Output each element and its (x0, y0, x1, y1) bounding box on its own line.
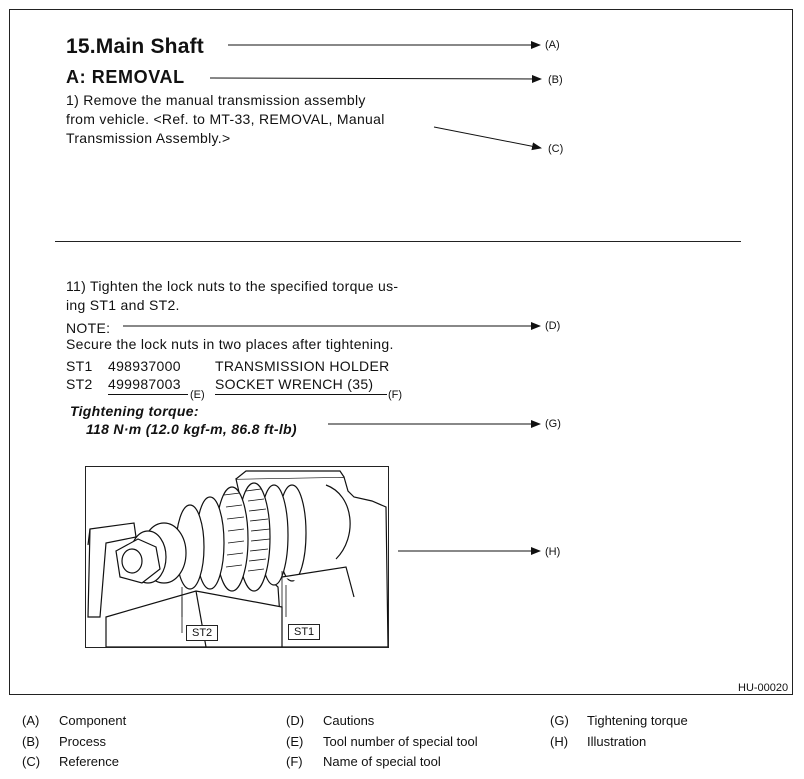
tool-number-marker: (E) (190, 389, 205, 401)
legend-label-d: Cautions (323, 713, 375, 728)
tool-name-marker: (F) (388, 389, 403, 401)
legend-label-e: Tool number of special tool (323, 734, 478, 749)
legend-key-b: (B) (22, 734, 40, 749)
tool-st2-name: SOCKET WRENCH (35) (215, 375, 387, 395)
legend-key-f: (F) (286, 754, 303, 769)
legend-label-g: Tightening torque (587, 713, 688, 728)
tool-st1-id: ST1 (66, 358, 93, 374)
section-heading: A: REMOVAL (66, 67, 185, 87)
tool-st1-number: 498937000 (108, 358, 181, 374)
callout-b: (B) (548, 74, 563, 86)
main-shaft-illustration (87, 470, 388, 647)
figure-id: HU-00020 (738, 682, 789, 694)
legend-key-d: (D) (286, 713, 305, 728)
arrow-c (433, 126, 542, 151)
tool-st2-id: ST2 (66, 376, 93, 392)
torque-label: Tightening torque: (70, 403, 199, 419)
tool-tag-st2: ST2 (186, 625, 219, 641)
callout-c: (C) (548, 143, 564, 155)
callout-d: (D) (545, 320, 561, 332)
step-1-line-3: Transmission Assembly.> (66, 130, 231, 146)
tool-st2-number: 499987003 (108, 375, 188, 395)
page-title: 15.Main Shaft (66, 35, 204, 58)
note-label: NOTE: (66, 320, 111, 336)
arrow-b (209, 74, 542, 83)
legend-label-h: Illustration (587, 734, 647, 749)
callout-a: (A) (545, 39, 560, 51)
step-1-reference[interactable]: from vehicle. <Ref. to MT-33, REMOVAL, M… (66, 111, 385, 127)
tool-st1-name: TRANSMISSION HOLDER (215, 358, 390, 374)
legend-key-c: (C) (22, 754, 41, 769)
torque-value: 118 N·m (12.0 kgf-m, 86.8 ft-lb) (86, 421, 297, 437)
document-frame (9, 9, 793, 695)
note-text: Secure the lock nuts in two places after… (66, 336, 394, 352)
step-1-line-1: 1) Remove the manual transmission assemb… (66, 92, 366, 108)
legend-label-c: Reference (59, 754, 119, 769)
illustration-frame: ST2 ST1 (85, 466, 389, 648)
step-11-line-2: ing ST1 and ST2. (66, 297, 180, 313)
legend-key-h: (H) (550, 734, 569, 749)
callout-g: (G) (545, 418, 561, 430)
legend-key-g: (G) (550, 713, 569, 728)
legend-label-a: Component (59, 713, 127, 728)
section-divider (55, 241, 741, 242)
legend-label-b: Process (59, 734, 106, 749)
tool-tag-st1: ST1 (288, 624, 321, 640)
legend-key-a: (A) (22, 713, 40, 728)
callout-h: (H) (545, 546, 561, 558)
legend-label-f: Name of special tool (323, 754, 441, 769)
step-11-line-1: 11) Tighten the lock nuts to the specifi… (66, 278, 399, 294)
legend-key-e: (E) (286, 734, 304, 749)
